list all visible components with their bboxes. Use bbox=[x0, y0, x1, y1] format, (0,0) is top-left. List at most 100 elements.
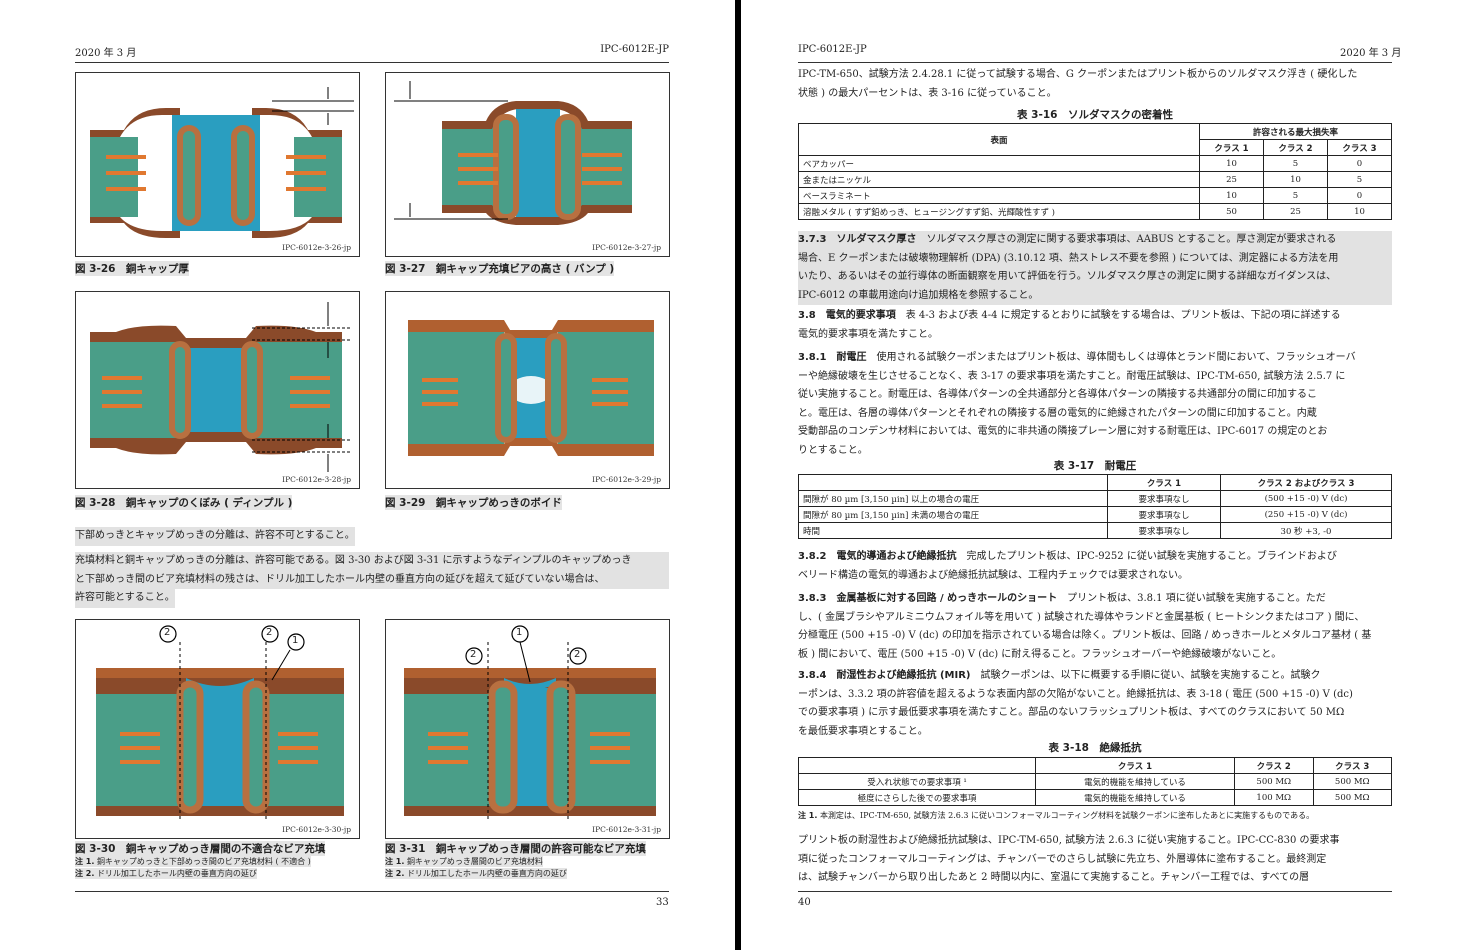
paragraph-line: 板 ) 間において、電圧 (500 +15 -0) V (dc) に耐え得ること… bbox=[798, 648, 1282, 660]
figure-3-30: 2 2 1 IPC-6012e-3-30-jp bbox=[75, 619, 360, 839]
figure-3-27-code: IPC-6012e-3-27-jp bbox=[592, 243, 661, 252]
right-header-doc-id: IPC-6012E-JP bbox=[798, 44, 867, 55]
table-header-class-1: クラス 1 bbox=[1107, 474, 1221, 491]
table-3-17: クラス 1 クラス 2 およびクラス 3 間隙が 80 µm [3,150 µi… bbox=[798, 474, 1392, 539]
figure-3-30-note-1: 注 1. 銅キャップめっきと下部めっき間のビア充填材料 ( 不適合 ) bbox=[75, 856, 311, 867]
note-text: 銅キャップめっき層間のビア充填材料 bbox=[406, 857, 543, 866]
table-3-18-note: 注 1. 本測定は、IPC-TM-650, 試験方法 2.6.3 に従いコンフォ… bbox=[798, 810, 1314, 821]
figure-3-28-drawing bbox=[90, 302, 352, 472]
paragraph-fill-material-residue: 充填材料と銅キャップめっきの分離は、許容可能である。図 3-30 および図 3-… bbox=[75, 552, 669, 608]
table-3-18: クラス 1 クラス 2 クラス 3 受入れ状態での要求事項 ¹ 電気的機能を維持… bbox=[798, 757, 1392, 806]
note-text: ドリル加工したホール内壁の垂直方向の延び bbox=[406, 869, 567, 878]
table-cell-surface: 溶融メタル ( すず鉛めっき、ヒュージングすず鉛、光輝酸性すず ) bbox=[798, 203, 1200, 220]
paragraph-line: と下部めっき間のビア充填材料の残さは、ドリル加工したホール内壁の垂直方向の延びを… bbox=[75, 570, 669, 589]
paragraph-line: 項に従ったコンフォーマルコーティングは、チャンバーでのさらし試験に先立ち、外層導… bbox=[798, 853, 1327, 865]
figure-3-28-code: IPC-6012e-3-28-jp bbox=[282, 475, 351, 484]
paragraph-line: プリント板の耐湿性および絶縁抵抗試験は、IPC-TM-650, 試験方法 2.6… bbox=[798, 835, 1340, 846]
table-header-class-2-3: クラス 2 およびクラス 3 bbox=[1220, 474, 1392, 491]
table-cell: 500 MΩ bbox=[1312, 789, 1392, 806]
paragraph-line: 場合、E クーポンまたは破壊物理解析 (DPA) (3.10.12 項、熱ストレ… bbox=[798, 252, 1339, 264]
callout-2: 2 bbox=[164, 627, 171, 638]
table-cell: 間隙が 80 µm [3,150 µin] 未満の場合の電圧 bbox=[798, 506, 1108, 523]
paragraph-line: し、( 金属ブラシやアルミニウムフォイル等を用いて ) 試験された導体やランドと… bbox=[798, 611, 1365, 623]
figure-3-27: IPC-6012e-3-27-jp bbox=[385, 72, 670, 257]
figure-3-29-caption: 図 3-29 銅キャップめっきのボイド bbox=[385, 495, 562, 510]
figure-3-29: IPC-6012e-3-29-jp bbox=[385, 291, 670, 489]
section-3-7-3: 3.7.3 ソルダマスク厚さ ソルダマスク厚さの測定に関する要求事項は、AABU… bbox=[798, 231, 1392, 305]
section-heading: 3.8 電気的要求事項 bbox=[798, 310, 896, 321]
table-row: ベアカッパー 10 5 0 bbox=[798, 155, 1392, 172]
paragraph-line: ーポンは、3.3.2 項の許容値を超えるような表面内部の欠陥がないこと。絶縁抵抗… bbox=[798, 688, 1353, 700]
table-cell: 5 bbox=[1263, 187, 1328, 204]
callout-2: 2 bbox=[470, 649, 477, 660]
callout-2: 2 bbox=[574, 649, 581, 660]
table-header-empty bbox=[798, 757, 1036, 774]
table-cell: 受入れ状態での要求事項 ¹ bbox=[798, 773, 1036, 790]
figure-3-30-note-2: 注 2. ドリル加工したホール内壁の垂直方向の延び bbox=[75, 868, 257, 879]
right-header-rule bbox=[798, 62, 1392, 63]
table-3-16-title: 表 3-16 ソルダマスクの密着性 bbox=[1017, 109, 1173, 121]
table-cell: 500 MΩ bbox=[1312, 773, 1392, 790]
table-header-class-2: クラス 2 bbox=[1263, 139, 1328, 156]
paragraph-line: りとすること。 bbox=[798, 444, 868, 456]
paragraph-line: ソルダマスク厚さの測定に関する要求事項は、AABUS とすること。厚さ測定が要求… bbox=[926, 234, 1337, 245]
note-label: 注 1. bbox=[798, 811, 818, 820]
figure-3-29-drawing bbox=[408, 320, 654, 456]
figure-3-26-drawing bbox=[90, 87, 354, 238]
left-footer-rule bbox=[75, 891, 669, 892]
paragraph-line: と。電圧は、各層の導体パターンとそれぞれの隣接する層の電気的に絶縁されたパターン… bbox=[798, 407, 1317, 419]
table-cell-surface: 金またはニッケル bbox=[798, 171, 1200, 188]
table-cell: 間隙が 80 µm [3,150 µin] 以上の場合の電圧 bbox=[798, 490, 1108, 507]
paragraph-line: は、試験チャンバーから取り出したあと 2 時間以内に、室温にて実施すること。チャ… bbox=[798, 872, 1310, 883]
paragraph-line: 試験クーポンは、以下に概要する手順に従い、試験を実施すること。試験ク bbox=[980, 670, 1321, 681]
figure-3-26-caption: 図 3-26 銅キャップ厚 bbox=[75, 261, 189, 276]
table-header-class-1: クラス 1 bbox=[1035, 757, 1235, 774]
table-cell: 10 bbox=[1263, 171, 1328, 188]
table-cell-surface: ベアカッパー bbox=[798, 155, 1200, 172]
table-cell: 5 bbox=[1327, 171, 1392, 188]
paragraph-line: 充填材料と銅キャップめっきの分離は、許容可能である。図 3-30 および図 3-… bbox=[75, 552, 669, 571]
table-header-class-3: クラス 3 bbox=[1327, 139, 1392, 156]
table-cell: 10 bbox=[1327, 203, 1392, 220]
figure-3-31-note-2: 注 2. ドリル加工したホール内壁の垂直方向の延び bbox=[385, 868, 567, 879]
table-cell: 0 bbox=[1327, 187, 1392, 204]
callout-1: 1 bbox=[292, 635, 299, 646]
note-label: 注 1. bbox=[385, 857, 405, 866]
figure-3-30-code: IPC-6012e-3-30-jp bbox=[282, 825, 351, 834]
paragraph-line: 従い実施すること。耐電圧は、各導体パターンの全共通部分と各導体パターンの隣接する… bbox=[798, 389, 1317, 400]
table-row: 時間 要求事項なし 30 秒 +3, -0 bbox=[798, 522, 1392, 539]
paragraph-line: 許容可能とすること。 bbox=[75, 589, 175, 608]
table-cell: 極度にさらした後での要求事項 bbox=[798, 789, 1036, 806]
table-3-16: 表面 許容される最大損失率 クラス 1 クラス 2 クラス 3 ベアカッパー 1… bbox=[798, 123, 1392, 220]
paragraph-line: 分極電圧 (500 +15 -0) V (dc) の印加を指示されている場合は除… bbox=[798, 630, 1372, 641]
note-text: ドリル加工したホール内壁の垂直方向の延び bbox=[96, 869, 257, 878]
paragraph-line: 電気的要求事項を満たすこと。 bbox=[798, 328, 938, 340]
table-cell: 50 bbox=[1199, 203, 1264, 220]
table-cell: (500 +15 -0) V (dc) bbox=[1220, 490, 1392, 507]
table-cell: 電気的機能を維持している bbox=[1035, 789, 1235, 806]
paragraph-line: 使用される試験クーポンまたはプリント板は、導体間もしくは導体とランド間において、… bbox=[876, 352, 1356, 363]
paragraph-line: を最低要求事項とすること。 bbox=[798, 725, 928, 737]
section-3-8-4: 3.8.4 耐湿性および絶縁抵抗 (MIR) 試験クーポンは、以下に概要する手順… bbox=[798, 667, 1398, 741]
table-header-empty bbox=[798, 474, 1108, 491]
section-3-8-3: 3.8.3 金属基板に対する回路 / めっきホールのショート プリント板は、3.… bbox=[798, 590, 1398, 664]
figure-3-29-code: IPC-6012e-3-29-jp bbox=[592, 475, 661, 484]
table-cell: 10 bbox=[1199, 155, 1264, 172]
paragraph-line: での要求事項 ) に示す最低要求事項を満たすこと。部品のないフラッシュプリント板… bbox=[798, 707, 1345, 718]
paragraph-separation-not-acceptable: 下部めっきとキャップめっきの分離は、許容不可とすること。 bbox=[75, 527, 355, 546]
table-row: 金またはニッケル 25 10 5 bbox=[798, 171, 1392, 188]
table-cell: 25 bbox=[1263, 203, 1328, 220]
note-label: 注 1. bbox=[75, 857, 95, 866]
right-header-date: 2020 年 3 月 bbox=[1340, 48, 1402, 59]
table-row: 受入れ状態での要求事項 ¹ 電気的機能を維持している 500 MΩ 500 MΩ bbox=[798, 773, 1392, 790]
figure-3-28-caption: 図 3-28 銅キャップのくぼみ ( ディンプル ) bbox=[75, 495, 293, 510]
section-heading: 3.8.1 耐電圧 bbox=[798, 352, 867, 363]
paragraph-line: いたり、あるいはその並行導体の断面観察を用いて評価を行う。ソルダマスク厚さの測定… bbox=[798, 271, 1337, 282]
section-3-8-2: 3.8.2 電気的導通および絶縁抵抗 完成したプリント板は、IPC-9252 に… bbox=[798, 548, 1398, 585]
table-cell: 要求事項なし bbox=[1107, 506, 1221, 523]
paragraph-line: 完成したプリント板は、IPC-9252 に従い試験を実施すること。ブラインドおよ… bbox=[966, 551, 1337, 562]
intro-paragraph: IPC-TM-650、試験方法 2.4.28.1 に従って試験する場合、G クー… bbox=[798, 66, 1398, 103]
paragraph-line: 受動部品のコンデンサ材料においては、電気的に非共通の隣接プレーン層に対する耐電圧… bbox=[798, 426, 1328, 437]
section-heading: 3.8.4 耐湿性および絶縁抵抗 (MIR) bbox=[798, 670, 971, 681]
section-3-8-1: 3.8.1 耐電圧 使用される試験クーポンまたはプリント板は、導体間もしくは導体… bbox=[798, 349, 1398, 460]
